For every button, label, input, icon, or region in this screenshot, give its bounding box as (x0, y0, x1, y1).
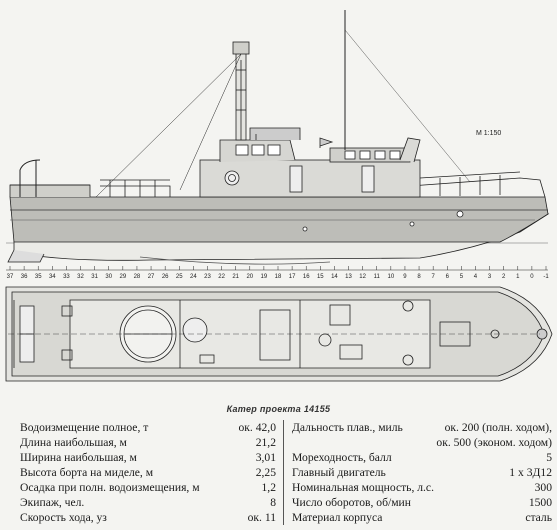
side-view (6, 10, 550, 265)
frame-number: 29 (119, 274, 126, 280)
frame-number: 11 (374, 274, 381, 280)
frame-number: 28 (134, 274, 141, 280)
specs-left: Водоизмещение полное, т ок. 42,0 Длина на… (20, 420, 276, 525)
frame-number: 5 (460, 274, 464, 280)
frame-number: 18 (275, 274, 282, 280)
drawing-caption: Катер проекта 14155 (226, 404, 331, 414)
spec-row: Скорость хода, уз ок. 11 (20, 510, 276, 525)
spec-label: Материал корпуса (292, 511, 383, 524)
specs-right: Дальность плав., миль ок. 200 (полн. ходо… (292, 420, 552, 525)
spec-label: Мореходность, балл (292, 451, 392, 464)
frame-number: 36 (21, 274, 28, 280)
spec-label: Ширина наибольшая, м (20, 451, 137, 464)
spec-value: сталь (525, 511, 552, 524)
spec-row: Число оборотов, об/мин 1500 (292, 495, 552, 510)
spec-row: Ширина наибольшая, м 3,01 (20, 450, 276, 465)
spec-value: 300 (534, 481, 552, 494)
frame-number: 0 (530, 274, 534, 280)
frame-number: 37 (7, 274, 14, 280)
spec-label: Скорость хода, уз (20, 511, 107, 524)
frame-number: 31 (91, 274, 98, 280)
frame-number: 12 (359, 274, 366, 280)
frame-number: 6 (446, 274, 450, 280)
frame-number: 14 (331, 274, 338, 280)
spec-value: ок. 200 (полн. ходом), (444, 421, 552, 434)
frame-number: 20 (246, 274, 253, 280)
spec-label: Длина наибольшая, м (20, 436, 127, 449)
frame-number: 25 (176, 274, 183, 280)
spec-value: ок. 42,0 (238, 421, 276, 434)
column-divider (283, 420, 284, 525)
spec-label: Водоизмещение полное, т (20, 421, 149, 434)
spec-value: 3,01 (255, 451, 276, 464)
spec-value: 8 (270, 496, 276, 509)
frame-number: 3 (488, 274, 492, 280)
spec-row: Экипаж, чел. 8 (20, 495, 276, 510)
frame-number: 13 (345, 274, 352, 280)
spec-row: Материал корпуса сталь (292, 510, 552, 525)
frame-number: -1 (543, 274, 549, 280)
spec-row: Водоизмещение полное, т ок. 42,0 (20, 420, 276, 435)
spec-value: 5 (546, 451, 552, 464)
spec-row: Высота борта на миделе, м 2,25 (20, 465, 276, 480)
spec-label: Главный двигатель (292, 466, 386, 479)
scale-label: M 1:150 (476, 130, 502, 137)
spec-label: Осадка при полн. водоизмещения, м (20, 481, 200, 494)
spec-row: Мореходность, балл 5 (292, 450, 552, 465)
frame-number: 34 (49, 274, 56, 280)
spec-row: ок. 500 (эконом. ходом) (292, 435, 552, 450)
frame-number: 23 (204, 274, 211, 280)
frame-number: 35 (35, 274, 42, 280)
frame-number: 27 (148, 274, 155, 280)
spec-label: Дальность плав., миль (292, 421, 403, 434)
spec-row: Осадка при полн. водоизмещения, м 1,2 (20, 480, 276, 495)
frame-number: 15 (317, 274, 324, 280)
frame-number: 2 (502, 274, 506, 280)
spec-row: Главный двигатель 1 x 3Д12 (292, 465, 552, 480)
spec-row: Дальность плав., миль ок. 200 (полн. ходо… (292, 420, 552, 435)
spec-label: Номинальная мощность, л.с. (292, 481, 434, 494)
spec-value: 21,2 (255, 436, 276, 449)
spec-value: 1 x 3Д12 (509, 466, 552, 479)
spec-label: Экипаж, чел. (20, 496, 85, 509)
frame-number: 26 (162, 274, 169, 280)
frame-number: 19 (261, 274, 268, 280)
frame-number: 30 (105, 274, 112, 280)
spec-value: 2,25 (255, 466, 276, 479)
spec-value: ок. 500 (эконом. ходом) (436, 436, 552, 449)
spec-value: ок. 11 (247, 511, 276, 524)
frame-number: 4 (474, 274, 478, 280)
spec-row: Длина наибольшая, м 21,2 (20, 435, 276, 450)
spec-row: Номинальная мощность, л.с. 300 (292, 480, 552, 495)
frame-number: 9 (403, 274, 407, 280)
frame-number: 10 (387, 274, 394, 280)
frame-number: 24 (190, 274, 197, 280)
frame-number: 8 (417, 274, 421, 280)
spec-label: Высота борта на миделе, м (20, 466, 154, 479)
plan-view (5, 286, 553, 382)
frame-number: 33 (63, 274, 70, 280)
hull-side (9, 196, 549, 243)
spec-value: 1,2 (261, 481, 277, 494)
frame-number: 16 (303, 274, 310, 280)
frame-number: 32 (77, 274, 84, 280)
spec-value: 1500 (528, 496, 552, 509)
frame-number: 17 (289, 274, 296, 280)
spec-label: Число оборотов, об/мин (292, 496, 411, 509)
frame-number: 21 (232, 274, 239, 280)
frame-number: 7 (431, 274, 435, 280)
frame-number: 1 (516, 274, 520, 280)
frame-number: 22 (218, 274, 225, 280)
